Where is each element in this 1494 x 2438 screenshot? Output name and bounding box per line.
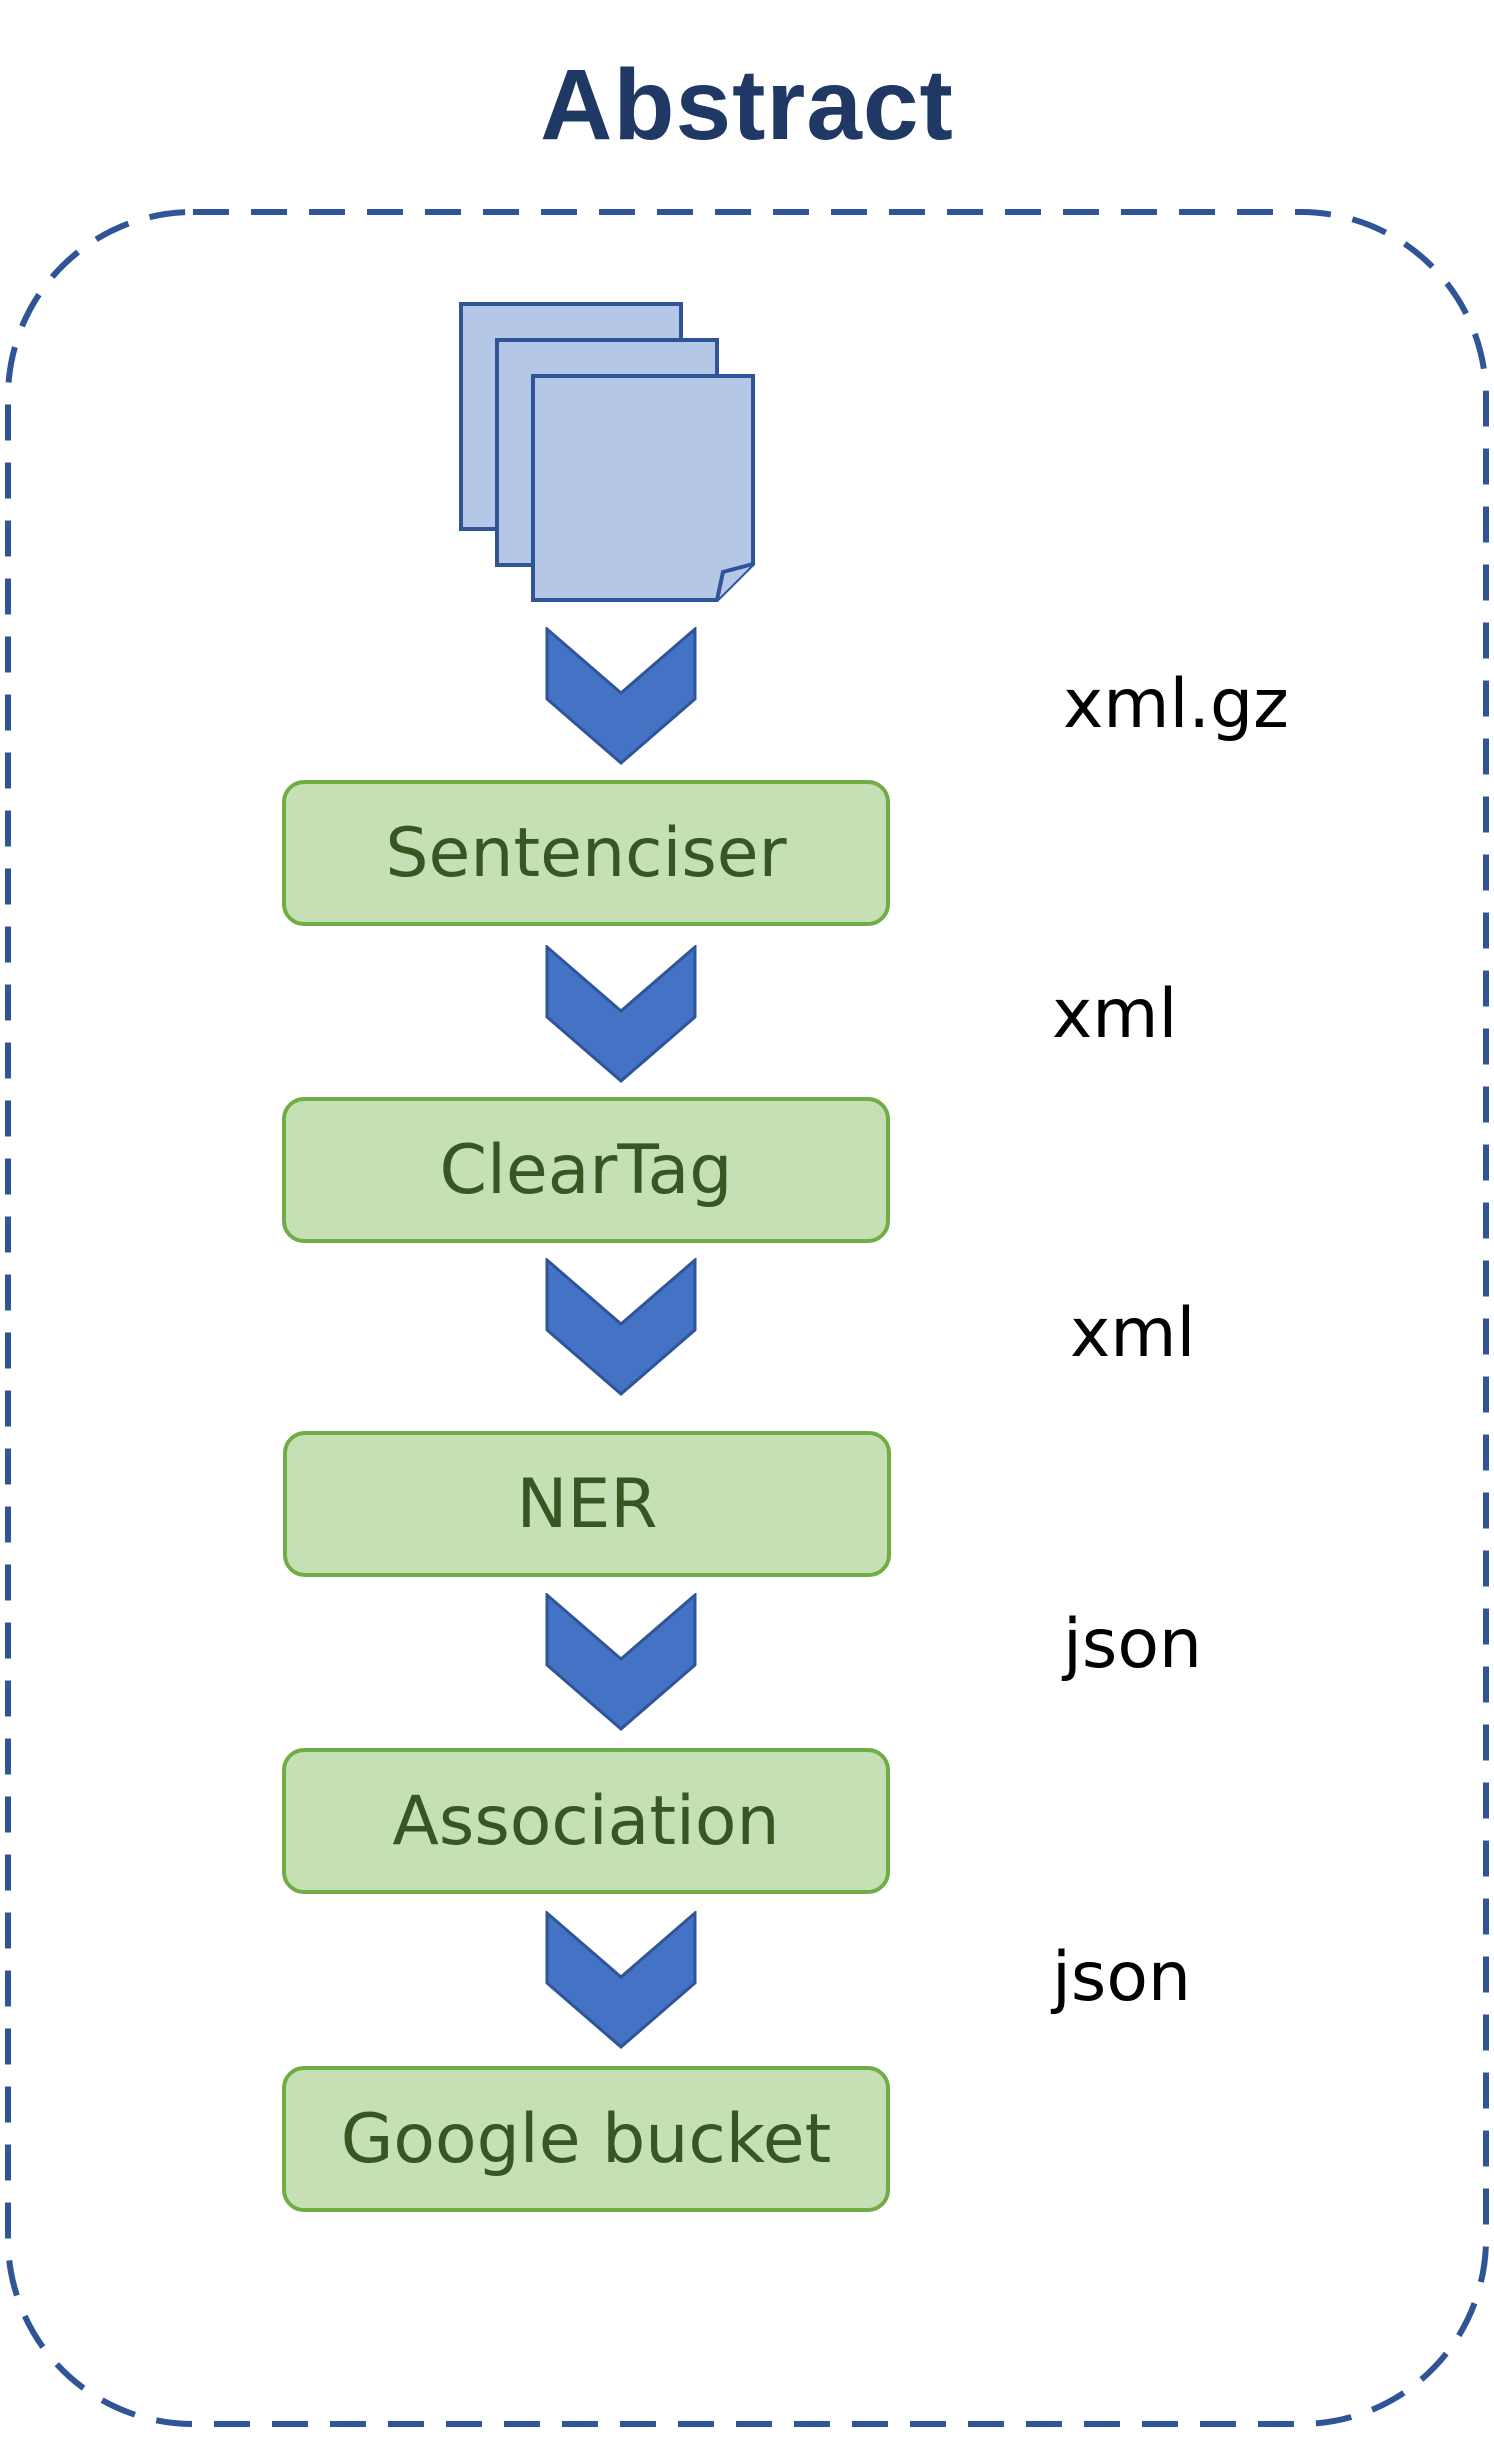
chevron-down-icon [545, 1911, 697, 2049]
format-label: xml.gz [1063, 665, 1289, 744]
step-cleartag: ClearTag [282, 1097, 890, 1243]
format-label: xml [1052, 975, 1178, 1054]
step-association: Association [282, 1748, 890, 1894]
step-google-bucket: Google bucket [282, 2066, 890, 2212]
diagram-title: Abstract [540, 49, 954, 161]
format-label: json [1052, 1938, 1192, 2017]
chevron-down-icon [545, 627, 697, 765]
step-sentenciser: Sentenciser [282, 780, 890, 926]
stacked-documents-icon [459, 302, 755, 602]
chevron-down-icon [545, 1593, 697, 1731]
chevron-down-icon [545, 1258, 697, 1396]
format-label: xml [1070, 1294, 1196, 1373]
chevron-down-icon [545, 945, 697, 1083]
format-label: json [1063, 1605, 1203, 1684]
step-ner: NER [283, 1431, 891, 1577]
